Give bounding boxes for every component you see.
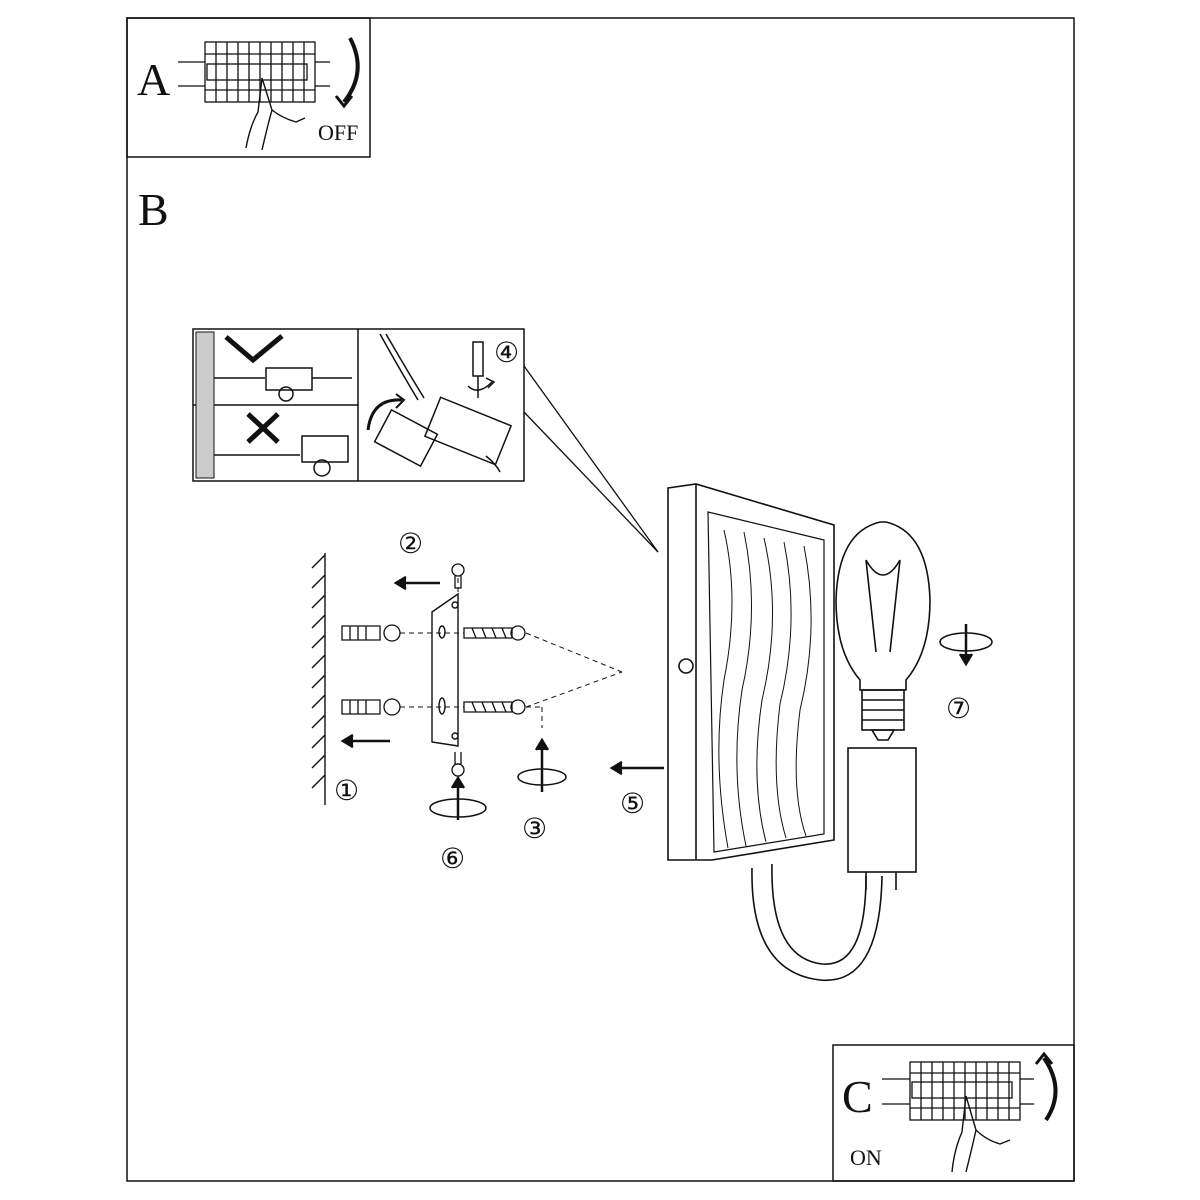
panel-c-label: C [842,1071,873,1122]
rotate-arrow-icon [517,768,567,786]
step-7-label: ⑦ [946,694,971,725]
alignment-lines [400,578,623,728]
rotate-arrow-icon [467,381,493,391]
step-1-label: ① [334,776,359,807]
check-icon [224,334,284,364]
screw-icon [451,752,465,777]
hand-icon [951,1095,1011,1173]
cross-icon [246,412,280,444]
wall [311,553,326,805]
wave-pattern [718,529,812,849]
rotate-arrow-icon [939,632,993,652]
wiring-detail [192,328,525,482]
step-2-label: ② [398,529,423,560]
breaker-panel-icon [178,41,330,103]
wall-plug-icon [341,624,401,642]
panel-a-label: A [137,54,170,105]
screw-icon [451,563,465,589]
panel-c-state: ON [850,1145,882,1170]
panel-a-state: OFF [318,120,358,145]
wall-plug-icon [341,698,401,716]
step-3-label: ③ [522,814,547,845]
rotate-arrow-icon [429,798,487,818]
panel-b-label: B [138,184,169,235]
screw-icon [463,699,526,715]
rotate-arrow-icon [334,37,360,109]
terminal-block-wrong [301,435,349,463]
bulb-icon [835,521,931,741]
breaker-panel-icon [882,1061,1034,1121]
step-4-label: ④ [494,338,519,369]
page-frame [126,17,1075,1182]
step-6-label: ⑥ [440,844,465,875]
lamp-arm [751,867,883,982]
terminal-block-correct [265,367,313,391]
wall-section [195,331,215,479]
rotate-arrow-icon [1034,1051,1058,1122]
direction-arrows [340,575,974,820]
terminal-connector [423,396,513,466]
panel-a: A OFF [126,17,371,158]
rotate-arrow-icon [366,398,403,431]
panel-c: C ON [832,1044,1075,1182]
panel-c-box [832,1044,1075,1182]
panel-a-box [126,17,371,158]
lamp-body [667,483,835,861]
mounting-bracket [431,592,459,747]
step-5-label: ⑤ [620,789,645,820]
screwdriver-icon [472,341,484,398]
lamp-socket [847,747,917,873]
hand-icon [245,77,306,151]
screw-icon [463,625,526,641]
